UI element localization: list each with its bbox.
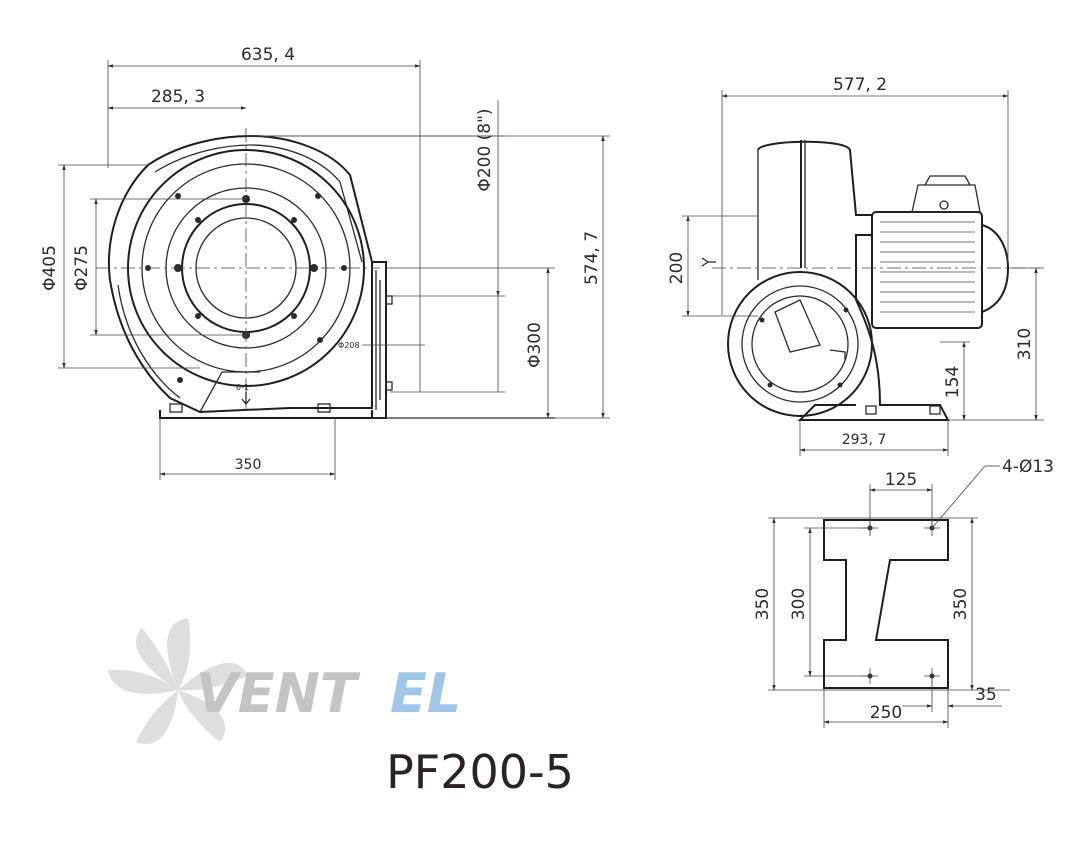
front-base bbox=[159, 410, 373, 419]
housing-outline bbox=[107, 134, 373, 414]
dim-base-offset: 293, 7 bbox=[842, 432, 887, 448]
dim-outer-diameter: Φ405 bbox=[40, 245, 60, 291]
dim-outlet-height: 200 bbox=[667, 252, 687, 284]
dim-bolt-circle: Φ275 bbox=[72, 245, 92, 291]
rotation-label: 0-1 bbox=[236, 383, 249, 392]
dim-center-height: 310 bbox=[1015, 328, 1035, 360]
model-title: PF200-5 bbox=[386, 745, 574, 799]
logo-text-main: VENT bbox=[196, 662, 361, 725]
fan-logo-icon bbox=[108, 618, 248, 745]
side-view: 577, 2 200 310 154 293, 7 bbox=[667, 75, 1044, 456]
dim-center-offset: 285, 3 bbox=[151, 87, 205, 107]
dim-length-right: 350 bbox=[951, 588, 971, 620]
dim-height: 574, 7 bbox=[582, 231, 602, 285]
flange-label: Φ208 bbox=[338, 341, 360, 350]
dim-inner: 300 bbox=[789, 588, 809, 620]
ventel-logo: VENT EL bbox=[108, 618, 461, 745]
side-base bbox=[797, 299, 950, 421]
base-plate bbox=[823, 519, 949, 689]
outlet-flange bbox=[372, 261, 387, 419]
dim-edge: 35 bbox=[975, 685, 997, 705]
dim-base-height: 154 bbox=[943, 366, 963, 398]
outlet-ring bbox=[727, 271, 873, 417]
front-view: Φ208 0-1 635, 4 285, 3 Φ405 Φ275 Φ200 (8… bbox=[40, 45, 610, 480]
dim-base-width: 350 bbox=[235, 457, 262, 473]
dim-hole-spacing: 125 bbox=[885, 470, 917, 490]
motor bbox=[871, 211, 983, 329]
dim-inlet: Φ200 (8") bbox=[475, 108, 495, 191]
dim-outlet: Φ300 bbox=[525, 322, 545, 368]
base-plan: 125 4-Ø13 350 300 350 250 35 bbox=[753, 457, 1054, 728]
logo-text-accent: EL bbox=[390, 662, 461, 725]
dim-holes: 4-Ø13 bbox=[1002, 457, 1054, 477]
mount-holes bbox=[867, 525, 935, 679]
dim-length-left: 350 bbox=[753, 588, 773, 620]
dim-overall-width: 635, 4 bbox=[241, 45, 295, 65]
dim-width: 250 bbox=[870, 703, 902, 723]
dim-overall-depth: 577, 2 bbox=[833, 75, 887, 95]
